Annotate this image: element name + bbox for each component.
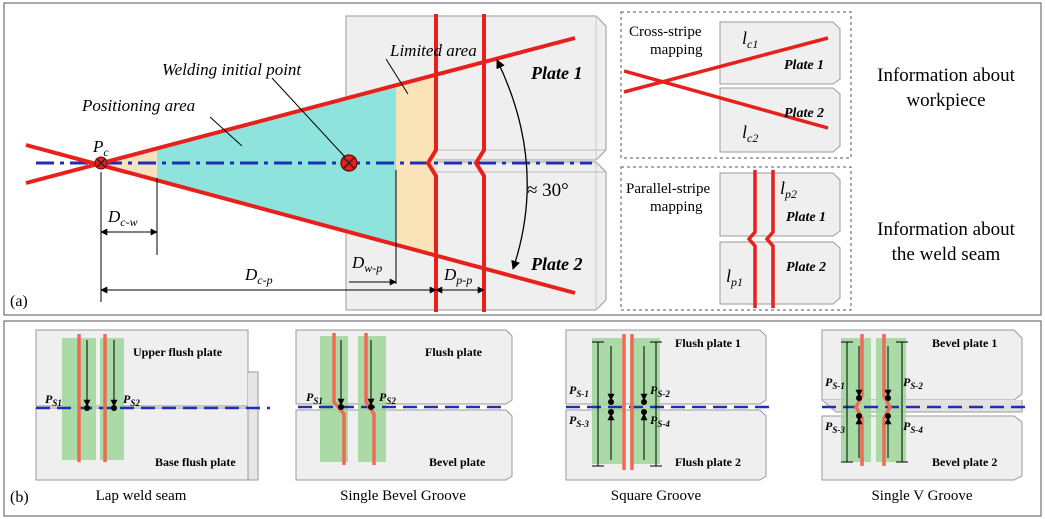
square-ps1-label: PS-1: [569, 383, 589, 399]
welding-initial-point-label: Welding initial point: [162, 60, 302, 79]
lap-upper-label: Upper flush plate: [133, 345, 223, 359]
v-upper-label: Bevel plate 1: [932, 336, 997, 350]
limited-area-region: [396, 77, 436, 255]
v-lower-label: Bevel plate 2: [932, 455, 997, 469]
pc-label: Pc: [92, 137, 109, 159]
bevel-caption: Single Bevel Groove: [340, 488, 466, 504]
plate1-label: Plate 1: [530, 63, 583, 83]
single-v-diagram: Bevel plate 1 Bevel plate 2 PS-1 PS-2 PS…: [821, 329, 1026, 504]
leader-limited-area: [385, 58, 409, 95]
cross-stripe-box: Cross-stripe mapping lc1 lc2 Plate 1 Pla…: [620, 11, 852, 159]
lc2-label: lc2: [742, 122, 758, 145]
panel-a-label: (a): [10, 293, 28, 310]
v-ps4-label: PS-4: [903, 419, 923, 435]
square-ps2-label: PS-2: [650, 383, 670, 399]
parallel-title-line2: mapping: [650, 199, 703, 215]
lap-weld-diagram: Upper flush plate Base flush plate PS1 P…: [35, 329, 270, 504]
bevel-ps2-label: PS2: [379, 390, 396, 406]
single-bevel-diagram: Flush plate Bevel plate PS1 PS2 Single B…: [295, 329, 513, 504]
info-workpiece-line1: Information about: [877, 65, 1015, 86]
square-ps3-label: PS-3: [569, 413, 589, 429]
lp1-label: lp1: [726, 266, 743, 289]
v-ps2-label: PS-2: [903, 375, 923, 391]
square-ps4-label: PS-4: [650, 413, 670, 429]
parallel-stripe-box: Parallel-stripe mapping lp2 lp1 Plate 1 …: [620, 166, 852, 311]
lap-ps2-label: PS2: [123, 392, 140, 408]
square-caption: Square Groove: [611, 488, 702, 504]
v-ps3-label: PS-3: [825, 419, 845, 435]
cross-plate1-label: Plate 1: [784, 58, 824, 73]
lp2-label: lp2: [780, 178, 797, 201]
info-workpiece-line2: workpiece: [906, 90, 985, 111]
lc1-label: lc1: [742, 28, 758, 51]
parallel-plate2-label: Plate 2: [786, 260, 826, 275]
dimension-lines: [100, 170, 485, 302]
lap-caption: Lap weld seam: [96, 488, 187, 504]
info-weld-line1: Information about: [877, 219, 1015, 240]
v-caption: Single V Groove: [871, 488, 972, 504]
panel-a: Limited area Welding initial point Posit…: [3, 2, 1042, 316]
bevel-ps1-label: PS1: [306, 390, 323, 406]
pc-point: [94, 156, 108, 170]
lap-base-label: Base flush plate: [155, 455, 236, 469]
weld-line-2: [473, 14, 486, 312]
info-weld-line2: the weld seam: [892, 244, 1001, 265]
parallel-plate1-label: Plate 1: [786, 210, 826, 225]
bevel-upper-label: Flush plate: [425, 345, 483, 359]
plate2-label: Plate 2: [530, 254, 583, 274]
cross-title-line2: mapping: [650, 42, 703, 58]
bevel-lower-label: Bevel plate: [429, 455, 486, 469]
angle-label: ≈ 30°: [527, 180, 569, 201]
panel-b-label: (b): [10, 489, 29, 506]
square-groove-diagram: Flush plate 1 Flush plate 2 PS-1 PS-2 PS…: [565, 329, 770, 504]
positioning-area-label: Positioning area: [81, 96, 195, 115]
lap-ps1-label: PS1: [45, 392, 62, 408]
parallel-title-line1: Parallel-stripe: [626, 181, 710, 197]
d-cp-label: Dc-p: [244, 265, 273, 287]
weld-line-1: [425, 14, 438, 312]
square-lower-label: Flush plate 2: [675, 455, 741, 469]
panel-b: (b) Upper flush plate Base flush plate P…: [3, 320, 1042, 517]
v-ps1-label: PS-1: [825, 375, 845, 391]
cross-plate2-label: Plate 2: [784, 106, 824, 121]
positioning-area-region: [101, 87, 396, 244]
d-cw-label: Dc-w: [107, 207, 138, 229]
leader-welding-point: [271, 77, 346, 158]
leader-positioning-area: [209, 116, 243, 147]
angle-arc: [496, 59, 528, 270]
cross-title-line1: Cross-stripe: [629, 24, 702, 40]
square-upper-label: Flush plate 1: [675, 336, 741, 350]
welding-initial-point-marker: [340, 154, 358, 172]
d-pp-label: Dp-p: [443, 265, 472, 287]
d-wp-label: Dw-p: [351, 253, 382, 275]
limited-area-label: Limited area: [389, 41, 477, 60]
